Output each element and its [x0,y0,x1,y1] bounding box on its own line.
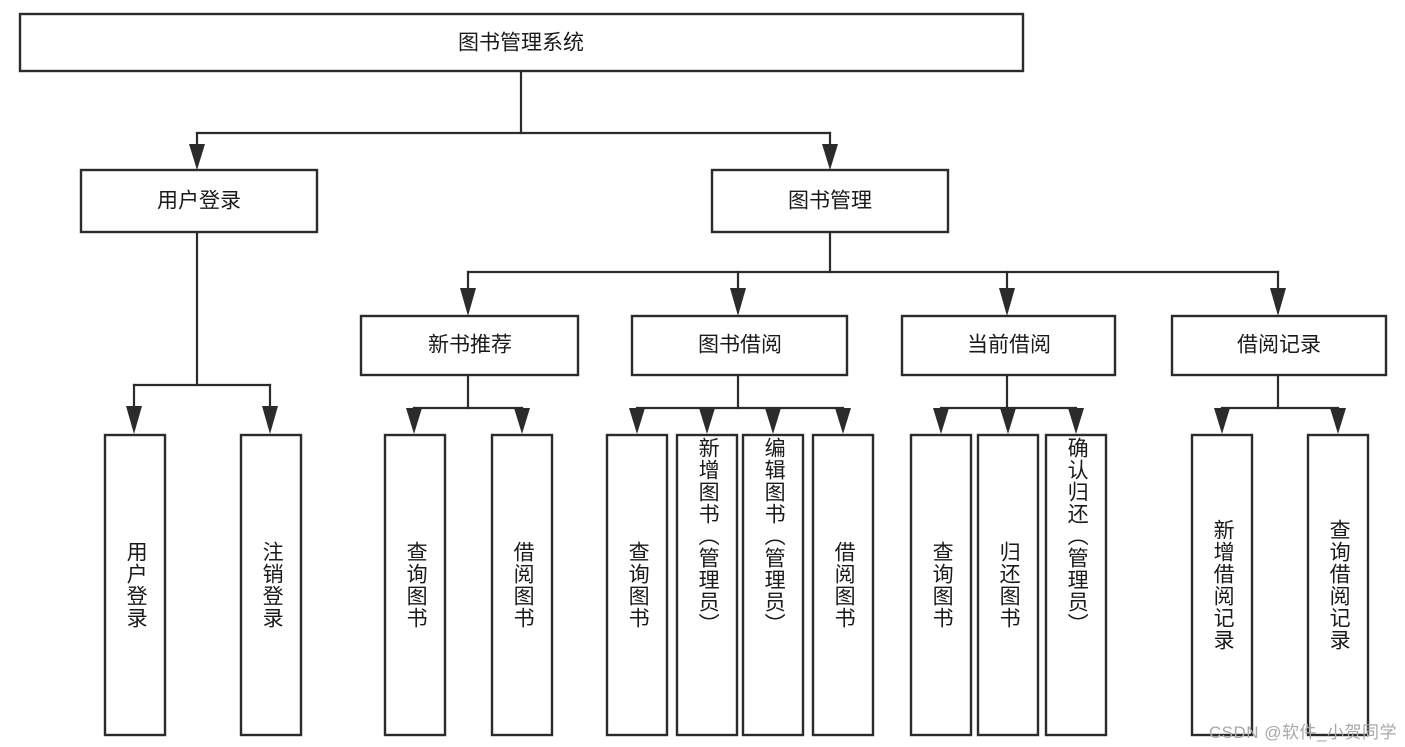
node-box-leaf-logout[interactable] [239,433,303,737]
node-box-leaf-edit-book[interactable] [741,433,805,737]
node-box-book-borrow[interactable] [630,314,849,377]
node-box-borrow-record[interactable] [1170,314,1388,377]
node-box-leaf-query-book-3[interactable] [909,433,973,737]
arrow-to-user-login [189,144,205,170]
arrow-to-book-borrow [730,288,746,316]
arrow-to-current-borrow [999,288,1015,316]
node-label-user-login: 用户登录 [157,190,241,213]
node-label-book-manage: 图书管理 [788,190,872,213]
arrow-to-leaf-confirm-return [1068,408,1084,434]
node-box-leaf-add-record[interactable] [1190,433,1254,737]
arrow-to-leaf-borrow-book-1 [514,408,530,434]
connector-group-new-book-rec [406,373,530,434]
arrow-to-leaf-edit-book [765,408,781,434]
arrow-to-leaf-query-record [1330,408,1346,434]
node-label-root: 图书管理系统 [458,32,584,55]
connector-group-user-login [126,230,278,434]
node-box-new-book-rec[interactable] [359,314,580,377]
arrow-to-book-manage [822,144,838,170]
arrow-to-leaf-user-login [126,406,142,434]
node-box-leaf-borrow-book-1[interactable] [490,433,554,737]
node-label-current-borrow: 当前借阅 [967,334,1051,357]
connector-group-book-borrow [629,373,851,434]
arrow-to-leaf-query-book-2 [629,408,645,434]
arrow-to-leaf-logout [262,406,278,434]
node-box-leaf-return-book[interactable] [976,433,1040,737]
node-box-book-manage[interactable] [710,168,950,234]
arrow-to-leaf-add-record [1214,408,1230,434]
connector-group-book-manage [460,230,1286,316]
node-box-leaf-query-book-1[interactable] [383,433,447,737]
arrow-to-leaf-query-book-1 [406,408,422,434]
connector-group-current-borrow [933,373,1084,434]
connector-group-borrow-record [1214,373,1346,434]
node-box-leaf-borrow-book-2[interactable] [811,433,875,737]
connector-group-root [189,69,838,170]
node-box-leaf-user-login[interactable] [103,433,167,737]
node-box-leaf-query-record[interactable] [1306,433,1370,737]
node-box-leaf-confirm-return[interactable] [1044,433,1108,737]
node-box-root[interactable] [18,12,1025,73]
arrow-to-borrow-record [1270,288,1286,316]
node-box-current-borrow[interactable] [900,314,1117,377]
node-box-leaf-query-book-2[interactable] [605,433,669,737]
node-label-new-book-rec: 新书推荐 [428,334,512,357]
arrow-to-leaf-query-book-3 [933,408,949,434]
arrow-to-new-book-rec [460,288,476,316]
node-label-borrow-record: 借阅记录 [1237,334,1321,357]
arrow-to-leaf-add-book [699,408,715,434]
node-label-book-borrow: 图书借阅 [698,334,782,357]
node-box-leaf-add-book[interactable] [675,433,739,737]
node-box-user-login[interactable] [79,168,319,234]
arrow-to-leaf-borrow-book-2 [835,408,851,434]
arrow-to-leaf-return-book [1000,408,1016,434]
csdn-watermark: CSDN @软件_小贺同学 [1208,723,1397,742]
